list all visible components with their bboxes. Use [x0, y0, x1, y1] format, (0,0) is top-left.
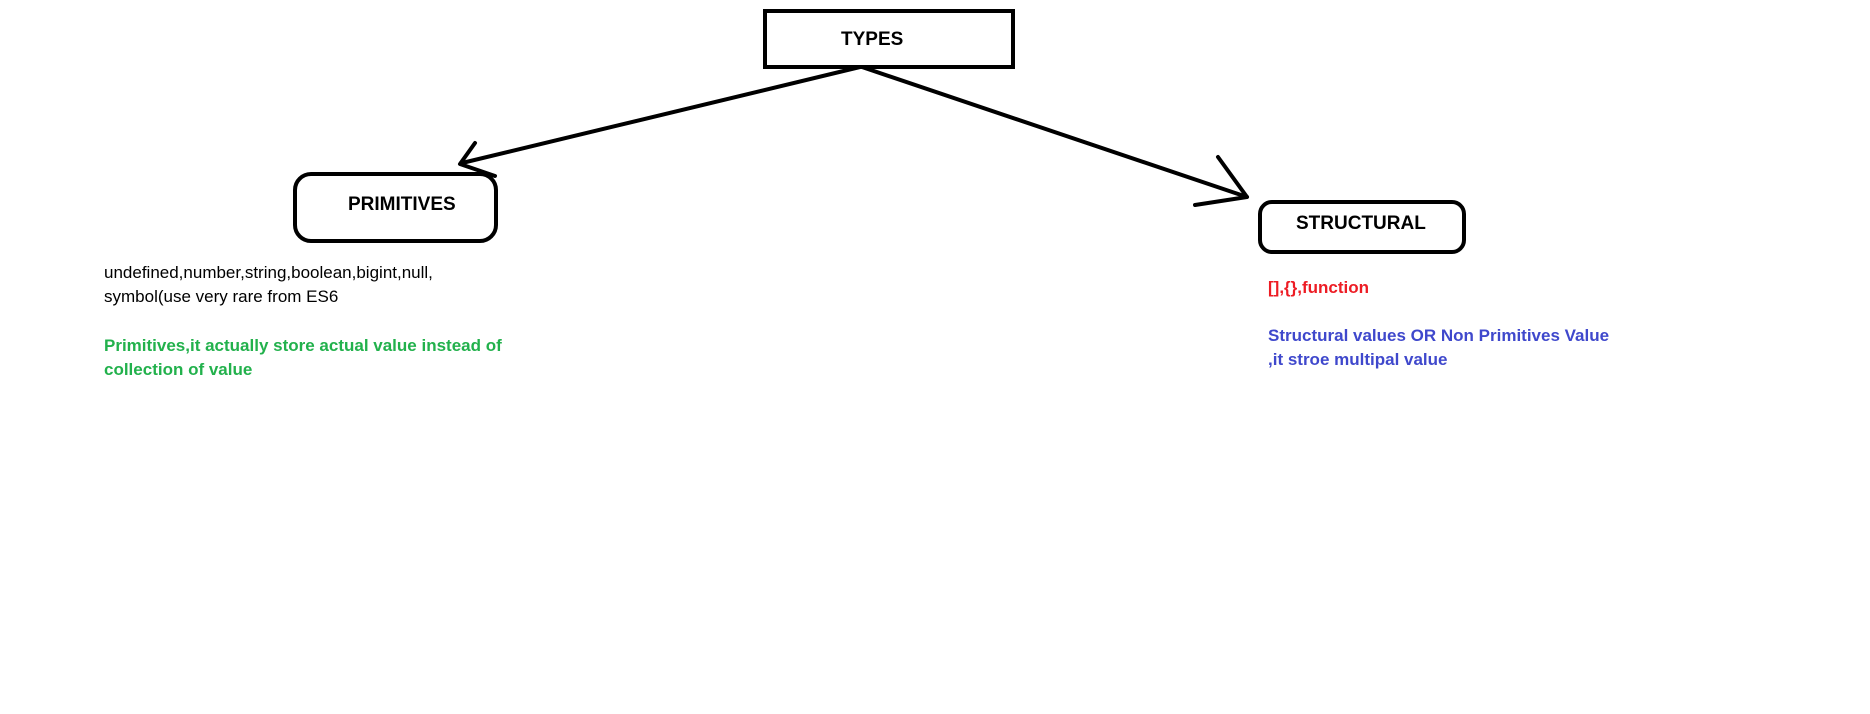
primitives-examples: undefined,number,string,boolean,bigint,n…	[104, 261, 433, 309]
structural-note: Structural values OR Non Primitives Valu…	[1268, 324, 1609, 372]
primitives-label: PRIMITIVES	[348, 194, 456, 215]
structural-examples: [],{},function	[1268, 278, 1370, 297]
arrow-to-structural	[860, 65, 1249, 199]
primitives-examples-line1: undefined,number,string,boolean,bigint,n…	[104, 263, 433, 282]
primitives-box	[293, 172, 498, 243]
primitives-note-line1: Primitives,it actually store actual valu…	[104, 336, 502, 355]
arrow-to-structural-head	[1193, 155, 1249, 207]
primitives-examples-line2: symbol(use very rare from ES6	[104, 287, 339, 306]
arrow-to-primitives	[460, 65, 862, 165]
structural-note-line2: ,it stroe multipal value	[1268, 350, 1448, 369]
primitives-note: Primitives,it actually store actual valu…	[104, 334, 502, 382]
types-label: TYPES	[841, 29, 904, 50]
arrow-to-primitives-head	[458, 141, 497, 178]
structural-box	[1258, 200, 1466, 254]
types-box	[763, 9, 1015, 69]
primitives-note-line2: collection of value	[104, 360, 253, 379]
structural-note-line1: Structural values OR Non Primitives Valu…	[1268, 326, 1610, 345]
structural-label: STRUCTURAL	[1296, 213, 1426, 234]
